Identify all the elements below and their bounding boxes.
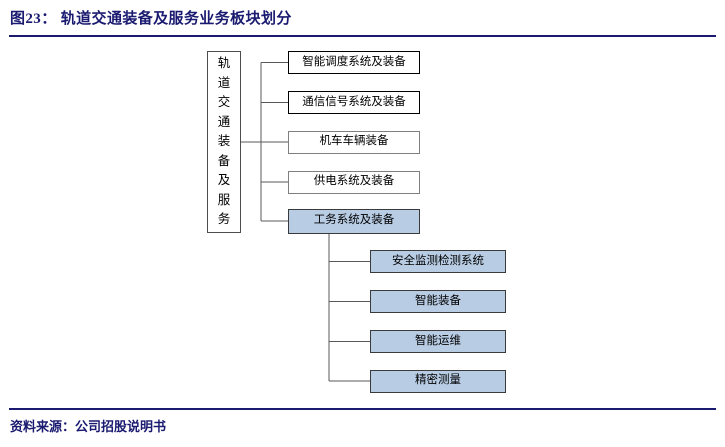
level2-node-2-label: 智能装备 <box>415 294 461 307</box>
level1-node-4-label: 供电系统及装备 <box>313 175 395 188</box>
level1-node-1-label: 智能调度系统及装备 <box>302 55 406 68</box>
header-divider <box>9 35 716 37</box>
level1-node-5-highlighted[interactable]: 工务系统及装备 <box>288 208 420 234</box>
level1-node-1[interactable]: 智能调度系统及装备 <box>288 51 420 74</box>
figure-title: 图23： 轨道交通装备及服务业务板块划分 <box>10 11 292 27</box>
connector-lines <box>241 61 370 382</box>
level2-node-3[interactable]: 智能运维 <box>370 330 506 353</box>
level2-node-2[interactable]: 智能装备 <box>370 290 506 313</box>
level1-node-3[interactable]: 机车车辆装备 <box>288 130 420 154</box>
level1-node-2-label: 通信信号系统及装备 <box>302 95 406 108</box>
source-note: 资料来源：公司招股说明书 <box>10 419 167 434</box>
level1-node-4[interactable]: 供电系统及装备 <box>288 170 420 194</box>
level2-node-3-label: 智能运维 <box>415 334 461 347</box>
footer-divider <box>9 408 716 410</box>
level2-node-4-label: 精密测量 <box>415 374 461 387</box>
level1-node-5-label: 工务系统及装备 <box>313 214 395 227</box>
org-diagram: 轨 道 交 通 装 备 及 服 务 智能调度系统及装备 通信信号系统及装备 机车… <box>0 40 725 406</box>
root-node[interactable]: 轨 道 交 通 装 备 及 服 务 <box>207 51 241 233</box>
level2-node-1[interactable]: 安全监测检测系统 <box>370 250 506 273</box>
level1-node-3-label: 机车车辆装备 <box>319 135 389 148</box>
level1-node-2[interactable]: 通信信号系统及装备 <box>288 91 420 114</box>
level2-node-4[interactable]: 精密测量 <box>370 369 506 393</box>
root-node-label: 轨 道 交 通 装 备 及 服 务 <box>217 56 231 227</box>
level2-node-1-label: 安全监测检测系统 <box>392 254 484 267</box>
